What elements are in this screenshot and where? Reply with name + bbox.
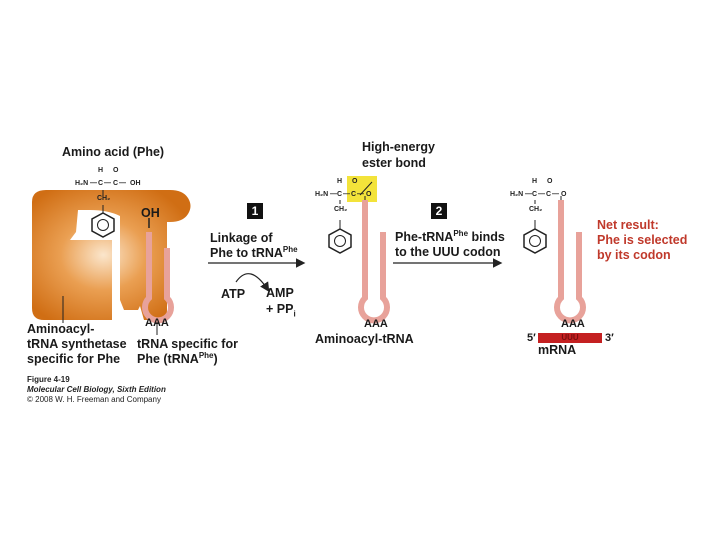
chem-ch2: CH₂ bbox=[334, 206, 348, 213]
chem-h2n: H₂N bbox=[510, 191, 524, 198]
benzene-ring-2 bbox=[328, 228, 352, 254]
chem-o: O bbox=[561, 191, 567, 198]
figure-number: Figure 4-19 bbox=[27, 375, 70, 384]
chem-bond: — bbox=[552, 191, 559, 198]
net-result-label-line3: by its codon bbox=[597, 248, 671, 262]
step-1-badge: 1 bbox=[247, 203, 263, 219]
three-prime-label: 3′ bbox=[605, 332, 614, 344]
five-prime-label: 5′ bbox=[527, 332, 536, 344]
chem-c: C bbox=[113, 180, 119, 187]
linkage-label-line2: Phe to tRNAPhe bbox=[210, 244, 298, 260]
aminoacyl-trna-label: Aminoacyl-tRNA bbox=[315, 332, 414, 346]
uuu-codon: UUU bbox=[538, 333, 602, 343]
chem-ch2: CH₂ bbox=[97, 195, 111, 202]
book-title: Molecular Cell Biology, Sixth Edition bbox=[27, 385, 166, 394]
chem-ch2: CH₂ bbox=[529, 206, 543, 213]
anticodon-aaa-1: AAA bbox=[145, 317, 169, 329]
phe-trna-label-line1: Phe-tRNAPhe binds bbox=[395, 228, 505, 244]
chem-o: O bbox=[366, 191, 372, 198]
mrna-label: mRNA bbox=[538, 343, 577, 357]
chem-o: O bbox=[352, 178, 358, 185]
figure-caption: Figure 4-19 Molecular Cell Biology, Sixt… bbox=[27, 375, 166, 405]
net-result-label-line1: Net result: bbox=[597, 218, 659, 232]
amino-acid-label: Amino acid (Phe) bbox=[62, 145, 165, 159]
chem-h: H bbox=[337, 178, 343, 185]
chem-h: H bbox=[98, 167, 104, 174]
chem-bond: — bbox=[90, 180, 97, 187]
ester-bond-label: ester bond bbox=[362, 156, 426, 170]
chem-bond: — bbox=[119, 180, 126, 187]
synthetase-label-line1: Aminoacyl- bbox=[27, 322, 95, 336]
trna-bound bbox=[554, 200, 586, 324]
chem-c: C bbox=[351, 191, 357, 198]
benzene-ring-1 bbox=[91, 212, 115, 238]
chem-bond: — bbox=[538, 191, 545, 198]
atp-label: ATP bbox=[221, 287, 246, 301]
linkage-label-line1: Linkage of bbox=[210, 231, 273, 245]
chem-bond: — bbox=[330, 191, 337, 198]
ester-bond-highlight bbox=[347, 176, 377, 202]
high-energy-label: High-energy bbox=[362, 140, 435, 154]
benzene-ring-3 bbox=[523, 228, 547, 254]
chem-h: H bbox=[532, 178, 538, 185]
chem-oh: OH bbox=[130, 180, 141, 187]
ppi-label: + PPi bbox=[266, 302, 296, 319]
chem-h2n: H₂N bbox=[315, 191, 329, 198]
chem-c: C bbox=[546, 191, 552, 198]
net-result-label-line2: Phe is selected bbox=[597, 233, 688, 247]
chem-h2n: H₂N bbox=[75, 180, 89, 187]
anticodon-aaa-2: AAA bbox=[364, 318, 388, 330]
chem-bond: — bbox=[525, 191, 532, 198]
amp-label: AMP bbox=[266, 286, 294, 300]
trna-specific-label-line1: tRNA specific for bbox=[137, 337, 238, 351]
chem-o: O bbox=[113, 167, 119, 174]
chem-o: O bbox=[547, 178, 553, 185]
copyright: © 2008 W. H. Freeman and Company bbox=[27, 395, 161, 404]
chem-bond: — bbox=[357, 191, 364, 198]
chem-c: C bbox=[337, 191, 343, 198]
step-2-badge: 2 bbox=[431, 203, 447, 219]
trna-specific-label-line2: Phe (tRNAPhe) bbox=[137, 350, 218, 366]
synthetase-label-line2: tRNA synthetase bbox=[27, 337, 127, 351]
oh-label: OH bbox=[141, 206, 160, 220]
chem-c: C bbox=[98, 180, 104, 187]
phe-trna-label-line2: to the UUU codon bbox=[395, 245, 501, 259]
chem-bond: — bbox=[104, 180, 111, 187]
chem-c: C bbox=[532, 191, 538, 198]
trna-free bbox=[142, 232, 174, 324]
chem-bond: — bbox=[343, 191, 350, 198]
atp-to-amp-arrow bbox=[235, 273, 270, 293]
synthetase-label-line3: specific for Phe bbox=[27, 352, 121, 366]
anticodon-aaa-3: AAA bbox=[561, 318, 585, 330]
trna-charged bbox=[358, 200, 390, 324]
